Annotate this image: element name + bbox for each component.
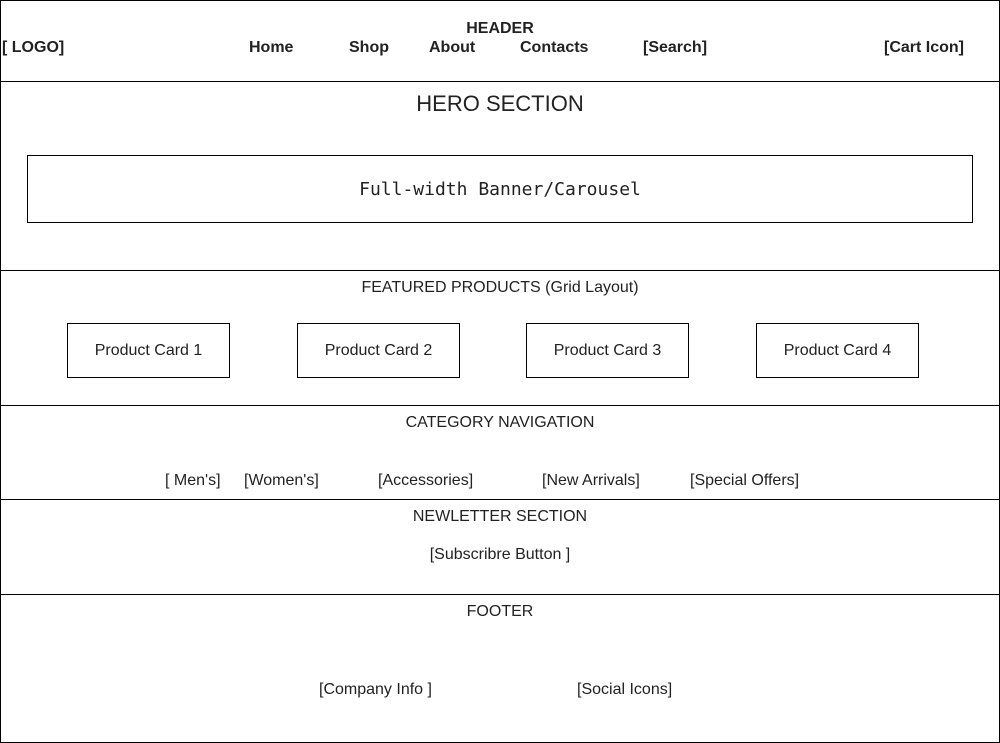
hero-title: HERO SECTION — [416, 91, 584, 116]
nav-shop[interactable]: Shop — [349, 39, 389, 56]
product-card-4[interactable]: Product Card 4 — [756, 323, 919, 378]
category-womens[interactable]: [Women's] — [244, 472, 319, 489]
nav-contacts[interactable]: Contacts — [520, 39, 589, 56]
category-navigation-section: CATEGORY NAVIGATION [ Men's] [Women's] [… — [1, 406, 999, 500]
nav-home[interactable]: Home — [249, 39, 294, 56]
footer-section: FOOTER [Company Info ] [Social Icons] — [1, 595, 999, 742]
category-special-offers[interactable]: [Special Offers] — [690, 472, 800, 489]
product-card-3[interactable]: Product Card 3 — [526, 323, 689, 378]
cart-icon[interactable]: [Cart Icon] — [884, 39, 964, 56]
product-card-2[interactable]: Product Card 2 — [297, 323, 460, 378]
featured-title: FEATURED PRODUCTS (Grid Layout) — [361, 279, 639, 296]
category-accessories[interactable]: [Accessories] — [378, 472, 474, 489]
subscribe-button[interactable]: [Subscribre Button ] — [429, 546, 571, 563]
newsletter-title: NEWLETTER SECTION — [412, 508, 588, 525]
logo[interactable]: [ LOGO] — [2, 39, 65, 56]
header-section: HEADER [ LOGO] Home Shop About Contacts … — [1, 1, 999, 82]
newsletter-section: NEWLETTER SECTION [Subscribre Button ] — [1, 500, 999, 595]
product-card-1[interactable]: Product Card 1 — [67, 323, 230, 378]
header-title: HEADER — [466, 20, 534, 37]
footer-title: FOOTER — [466, 603, 534, 620]
hero-banner[interactable]: Full-width Banner/Carousel — [27, 155, 973, 223]
social-icons[interactable]: [Social Icons] — [577, 681, 673, 698]
category-new-arrivals[interactable]: [New Arrivals] — [542, 472, 640, 489]
nav-about[interactable]: About — [429, 39, 476, 56]
category-mens[interactable]: [ Men's] — [165, 472, 221, 489]
featured-products-section: FEATURED PRODUCTS (Grid Layout) Product … — [1, 271, 999, 406]
category-title: CATEGORY NAVIGATION — [405, 414, 595, 431]
company-info-link[interactable]: [Company Info ] — [319, 681, 432, 698]
hero-section: HERO SECTION Full-width Banner/Carousel — [1, 82, 999, 271]
search-placeholder[interactable]: [Search] — [643, 39, 708, 56]
